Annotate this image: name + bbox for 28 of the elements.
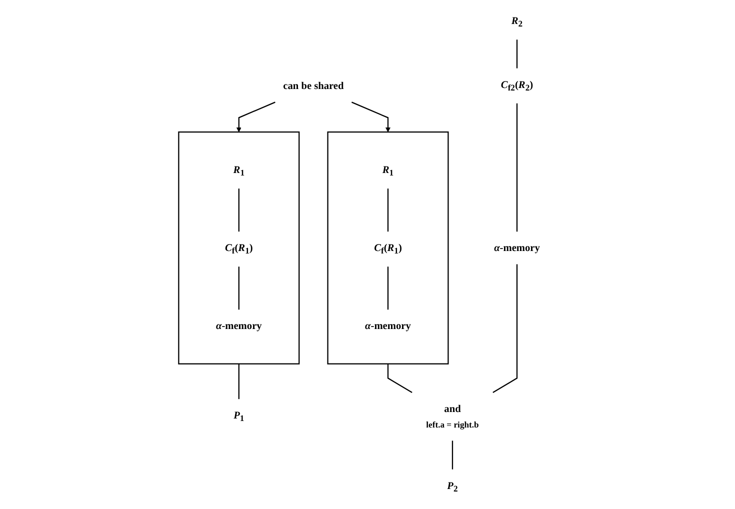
connector	[516, 40, 518, 68]
node-text: α-memory	[216, 320, 262, 332]
node-text: R$_{1}$	[232, 164, 244, 178]
cluster	[326, 131, 448, 364]
arrow	[351, 102, 390, 132]
node-text: P$_{1}$	[233, 409, 244, 424]
connector	[452, 440, 453, 470]
connector	[238, 188, 240, 232]
node-label: left.a = right.b	[426, 420, 478, 430]
node-text: R$_{1}$	[382, 164, 394, 178]
node-text: and	[444, 402, 460, 414]
connector	[516, 103, 518, 232]
cluster	[178, 131, 300, 364]
node-text: P$_{2}$	[446, 480, 458, 494]
connector	[387, 266, 388, 310]
connector	[387, 364, 412, 393]
connector	[238, 364, 240, 400]
node-text: C$_{f2}$(R$_{2}$)	[500, 78, 533, 93]
connector	[238, 266, 240, 310]
node-text: C$_{f}$(R$_{1}$)	[224, 242, 252, 256]
node-text: C$_{f}$(R$_{1}$)	[374, 242, 402, 256]
node-text: can be shared	[282, 80, 344, 92]
node-text: R$_{2}$	[510, 14, 522, 30]
node-text: α-memory	[494, 242, 540, 254]
node-text: α-memory	[364, 320, 410, 332]
connector	[492, 264, 518, 393]
arrow	[236, 102, 276, 132]
connector	[387, 188, 388, 232]
